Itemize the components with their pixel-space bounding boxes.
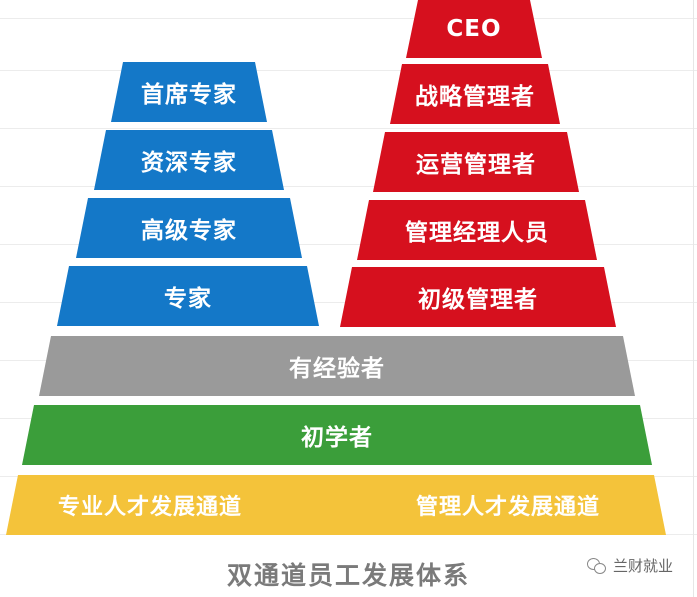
mgmt-level-junior-label: 初级管理者 (418, 287, 538, 313)
expert-level-base: 专家 (57, 266, 319, 326)
expert-level-chief-label: 首席专家 (141, 82, 237, 108)
expert-level-base-label: 专家 (164, 286, 212, 312)
tier-beginner: 初学者 (22, 405, 652, 465)
management-channel-label: 管理人才发展通道 (415, 495, 600, 520)
background-guide (0, 18, 697, 19)
background-guide (0, 128, 697, 129)
tier-experienced: 有经验者 (39, 336, 635, 396)
tier-base: 专业人才发展通道 管理人才发展通道 (6, 475, 666, 535)
watermark-text: 兰财就业 (612, 557, 673, 575)
mgmt-level-manager: 管理经理人员 (357, 200, 597, 260)
tier-beginner-label: 初学者 (301, 425, 373, 451)
mgmt-level-ceo-label: CEO (446, 16, 502, 42)
mgmt-level-operations-label: 运营管理者 (416, 152, 536, 178)
professional-channel-label: 专业人才发展通道 (58, 495, 243, 520)
mgmt-level-strategic: 战略管理者 (390, 64, 560, 124)
wechat-icon (586, 557, 607, 575)
mgmt-level-operations: 运营管理者 (373, 132, 579, 192)
background-guide (0, 70, 697, 71)
background-guide (0, 186, 697, 187)
expert-level-chief: 首席专家 (111, 62, 267, 122)
background-guide (0, 244, 697, 245)
diagram-caption: 双通道员工发展体系 (226, 561, 470, 590)
mgmt-level-manager-label: 管理经理人员 (405, 220, 549, 246)
expert-level-senior-label: 资深专家 (141, 150, 237, 176)
watermark: 兰财就业 (586, 555, 673, 576)
mgmt-level-strategic-label: 战略管理者 (415, 84, 535, 110)
mgmt-level-ceo: CEO (406, 0, 542, 58)
expert-level-advanced-label: 高级专家 (141, 218, 237, 244)
tier-experienced-label: 有经验者 (289, 356, 385, 382)
expert-level-advanced: 高级专家 (76, 198, 302, 258)
right-edge-line (693, 0, 694, 597)
expert-level-senior: 资深专家 (94, 130, 284, 190)
mgmt-level-junior: 初级管理者 (340, 267, 616, 327)
